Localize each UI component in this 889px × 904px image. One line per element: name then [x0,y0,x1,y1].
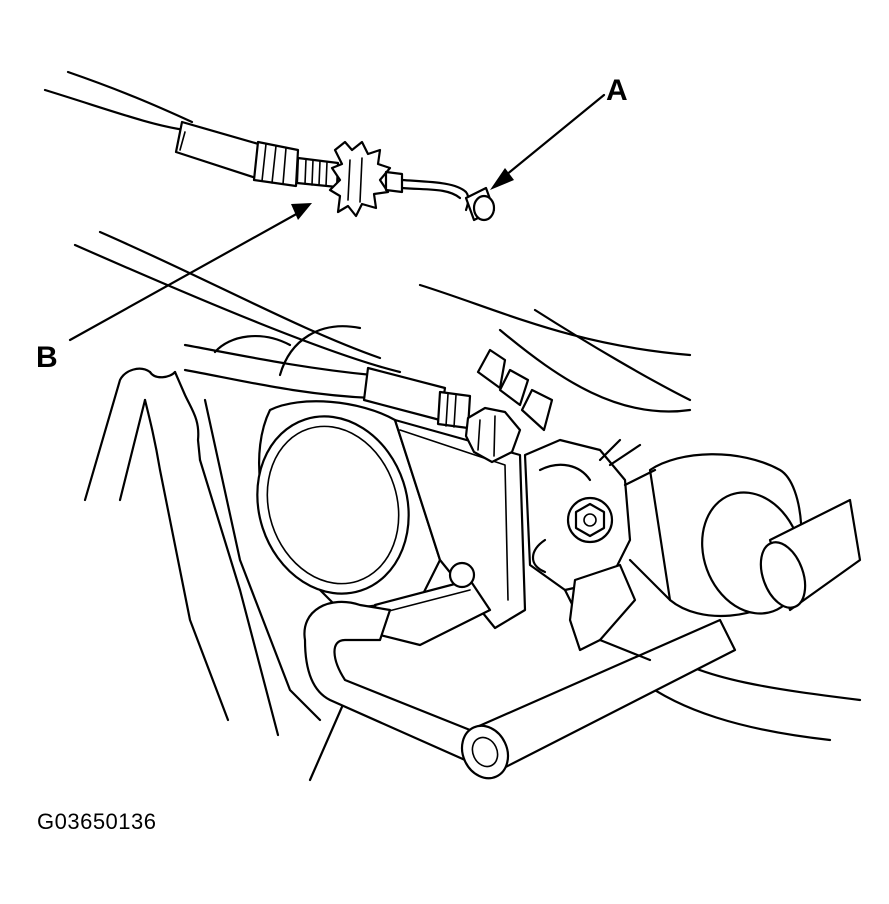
damper-cylinder [623,453,862,618]
throttle-body [256,400,527,647]
throttle-cable-detail [43,70,496,222]
throttle-linkage [523,438,642,632]
engine-ribs [83,367,347,782]
installed-cable [183,343,554,464]
callout-a-label: A [606,74,628,107]
figure-id: G03650136 [37,809,157,834]
callout-b-label: B [36,341,58,374]
lower-hoses [303,563,737,780]
callout-leaders [68,93,606,342]
